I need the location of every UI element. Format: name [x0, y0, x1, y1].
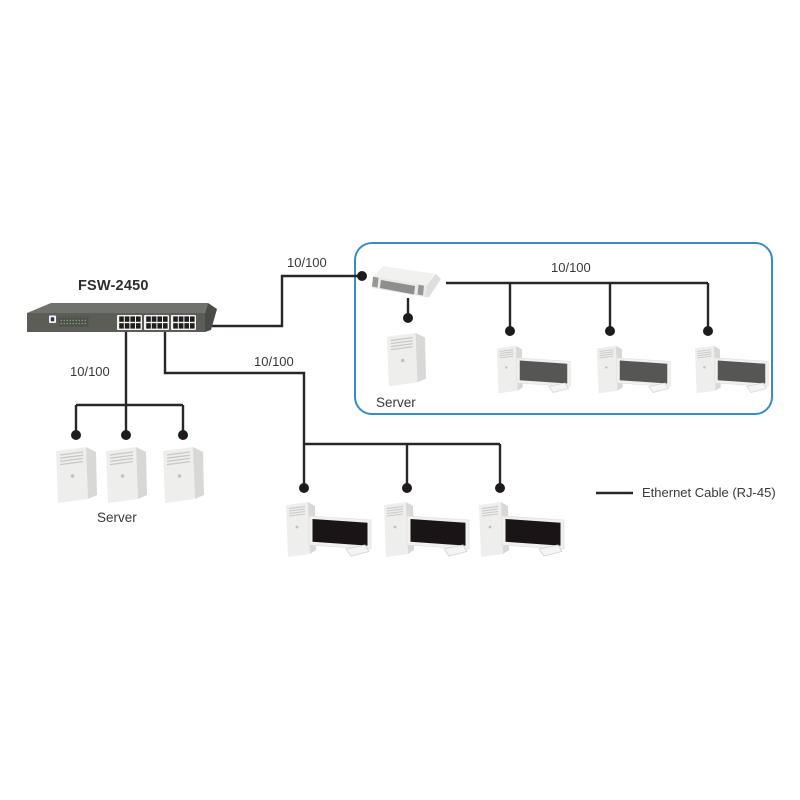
connection-dot [703, 326, 713, 336]
desktop-pc-icon [694, 345, 769, 394]
connection-nodes [71, 271, 713, 493]
server-tower-icon [55, 446, 98, 504]
connection-dot [402, 483, 412, 493]
connection-dot [403, 313, 413, 323]
switch-model-label: FSW-2450 [78, 278, 149, 294]
connection-dot [505, 326, 515, 336]
desktop-pc-icon [383, 501, 470, 558]
connection-dot [121, 430, 131, 440]
connection-lines [74, 274, 710, 495]
connection-dot [299, 483, 309, 493]
cable-switch-to-left-servers [74, 332, 185, 431]
desktop-pc-icon [285, 501, 372, 558]
server-tower-icon [386, 332, 427, 387]
connection-dot [178, 430, 188, 440]
blue-server-label: Server [376, 395, 416, 410]
link-speed-label-middle-group: 10/100 [254, 354, 294, 369]
link-speed-label-left-group: 10/100 [70, 364, 110, 379]
link-speed-label-uplink: 10/100 [287, 255, 327, 270]
server-tower-icon [105, 446, 148, 504]
desktop-switch-icon [372, 266, 441, 297]
desktop-pc-icon [596, 345, 671, 394]
link-speed-label-blue-group: 10/100 [551, 260, 591, 275]
switch-fsw2450-icon [27, 303, 217, 332]
server-group-label: Server [97, 510, 137, 525]
cable-switch-to-hub-uplink [210, 274, 358, 328]
cable-hub-to-blue-pcs [446, 281, 710, 327]
connection-dot [495, 483, 505, 493]
connection-dot [357, 271, 367, 281]
connection-dot [71, 430, 81, 440]
connection-dot [605, 326, 615, 336]
legend-cable-label: Ethernet Cable (RJ-45) [642, 485, 776, 500]
cable-switch-to-middle-pcs [163, 332, 502, 484]
desktop-pc-icon [478, 501, 565, 558]
desktop-pc-icon [496, 345, 571, 394]
server-tower-icon [162, 446, 205, 504]
